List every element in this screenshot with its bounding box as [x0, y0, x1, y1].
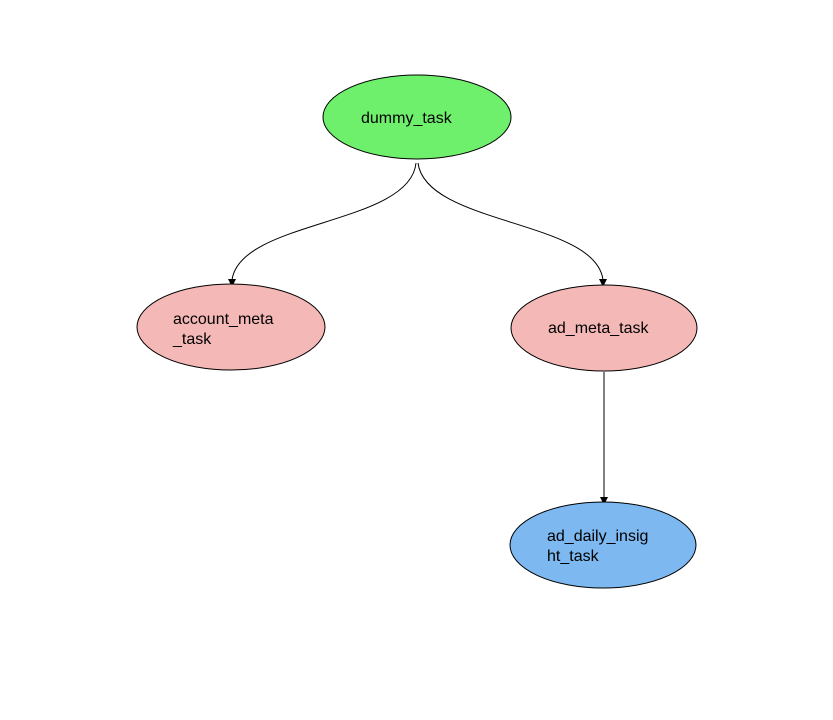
edge-dummy-to-ad-meta: [417, 162, 604, 281]
node-ad-meta-task[interactable]: ad_meta_task: [510, 284, 698, 372]
arrowhead-ad-daily-insight: [600, 497, 608, 505]
arrowhead-ad-meta: [599, 279, 607, 287]
node-account-meta-task-shape[interactable]: [136, 283, 326, 371]
node-ad-meta-task-shape[interactable]: [510, 284, 698, 372]
node-ad-daily-insight-task-label-line2: ht_task: [547, 548, 600, 565]
node-dummy-task-label: dummy_task: [361, 110, 453, 127]
node-account-meta-task-label-line1: account_meta: [173, 311, 274, 328]
node-ad-meta-task-label: ad_meta_task: [548, 320, 650, 337]
node-ad-daily-insight-task-label-line1: ad_daily_insig: [547, 528, 648, 545]
node-dummy-task-shape[interactable]: [322, 74, 512, 160]
edges: [228, 162, 608, 505]
node-dummy-task[interactable]: dummy_task: [322, 74, 512, 160]
node-account-meta-task[interactable]: account_meta _task: [136, 283, 326, 371]
node-account-meta-task-label-line2: _task: [172, 331, 212, 348]
node-ad-daily-insight-task-shape[interactable]: [509, 501, 697, 589]
node-ad-daily-insight-task[interactable]: ad_daily_insig ht_task: [509, 501, 697, 589]
edge-dummy-to-account-meta: [231, 162, 417, 281]
arrowhead-account-meta: [228, 279, 236, 287]
